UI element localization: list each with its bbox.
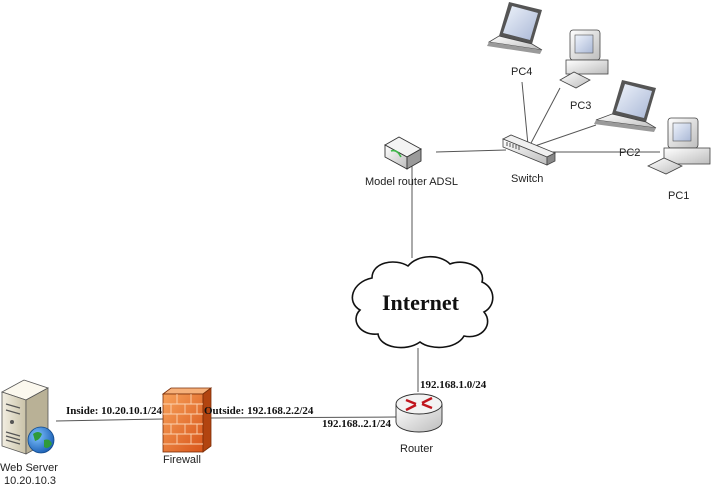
link-adsl-switch [435,149,507,153]
pc3-desktop-icon[interactable] [559,29,609,89]
link-switch-pc2 [531,124,597,148]
pc4-label: PC4 [511,66,532,78]
link-switch-pc3 [529,87,561,146]
web-server-label: Web Server [0,462,58,474]
firewall-icon[interactable] [161,387,213,453]
outside-interface-label: Outside: 192.168.2.2/24 [204,405,314,417]
pc1-label: PC1 [668,190,689,202]
pc2-label: PC2 [619,147,640,159]
router-top-interface-label: 192.168.1.0/24 [420,379,487,391]
adsl-modem-icon[interactable] [384,136,422,170]
switch-label: Switch [511,173,543,185]
link-server-firewall [55,418,164,422]
web-server-ip: 10.20.10.3 [4,475,56,487]
internet-label: Internet [382,290,460,315]
adsl-label: Model router ADSL [365,176,458,188]
pc2-laptop-icon[interactable] [594,80,657,132]
router-label: Router [400,443,433,455]
internet-cloud-icon[interactable] [351,255,494,349]
router-icon[interactable] [395,393,443,433]
firewall-label: Firewall [163,454,201,466]
link-firewall-router [209,416,397,419]
pc3-label: PC3 [570,100,591,112]
pc1-desktop-icon[interactable] [647,117,711,175]
link-switch-pc4 [521,81,529,146]
pc4-laptop-icon[interactable] [487,2,543,54]
switch-icon[interactable] [502,134,556,166]
inside-interface-label: Inside: 10.20.10.1/24 [66,405,162,417]
links [55,81,660,422]
router-left-interface-label: 192.168..2.1/24 [322,418,392,430]
globe-icon [27,426,55,454]
